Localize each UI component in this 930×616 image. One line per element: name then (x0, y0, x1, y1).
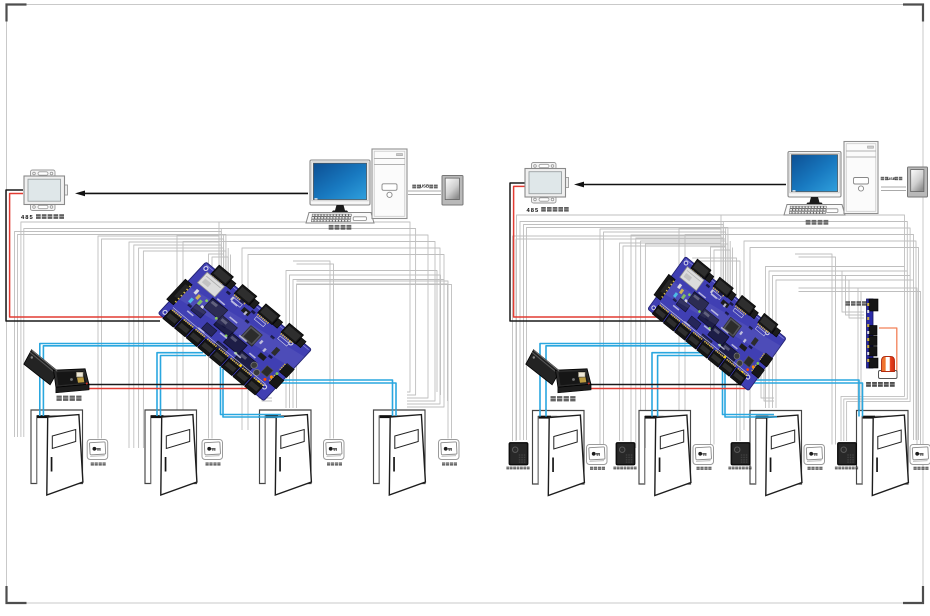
svg-text:USB: USB (420, 184, 429, 189)
svg-text:485: 485 (527, 208, 540, 214)
svg-text:USB: USB (887, 176, 896, 181)
svg-text:485: 485 (21, 215, 34, 221)
